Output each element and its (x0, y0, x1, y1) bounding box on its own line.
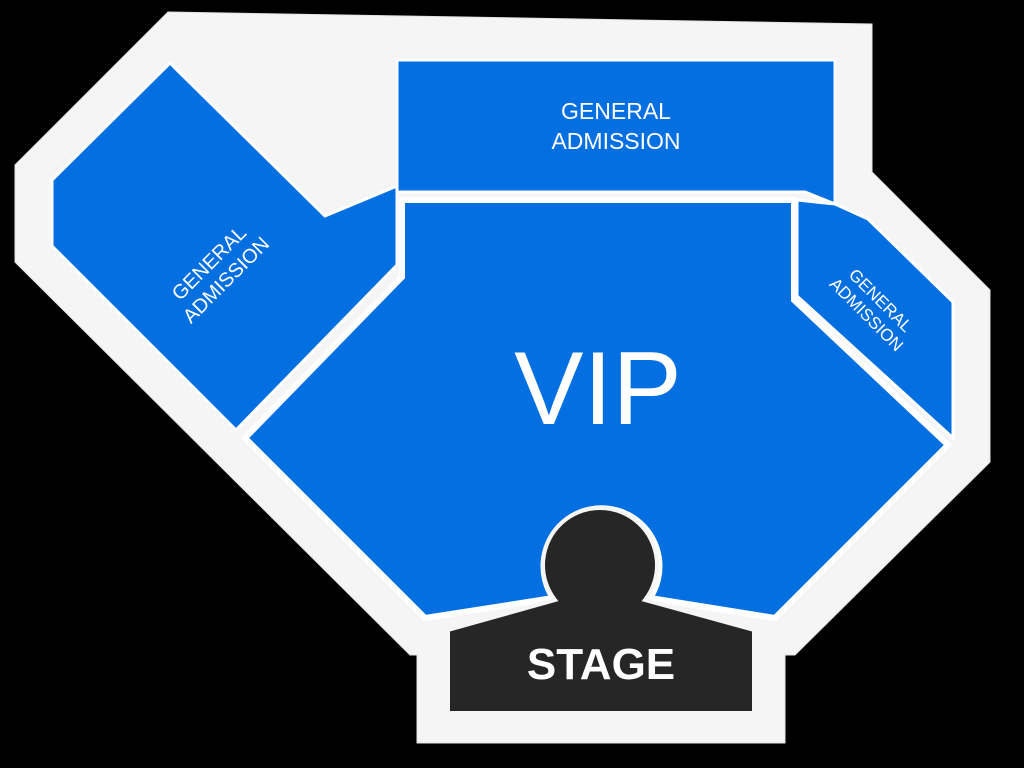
section-ga-top[interactable]: GENERAL ADMISSION (395, 58, 837, 207)
section-ga-left[interactable]: GENERAL ADMISSION (50, 60, 399, 433)
stage-label: STAGE (527, 640, 675, 689)
ga-top-label-line2: ADMISSION (551, 128, 680, 154)
stage: STAGE (446, 506, 756, 715)
vip-label: VIP (514, 331, 682, 447)
ga-top-label-line1: GENERAL (561, 98, 671, 124)
